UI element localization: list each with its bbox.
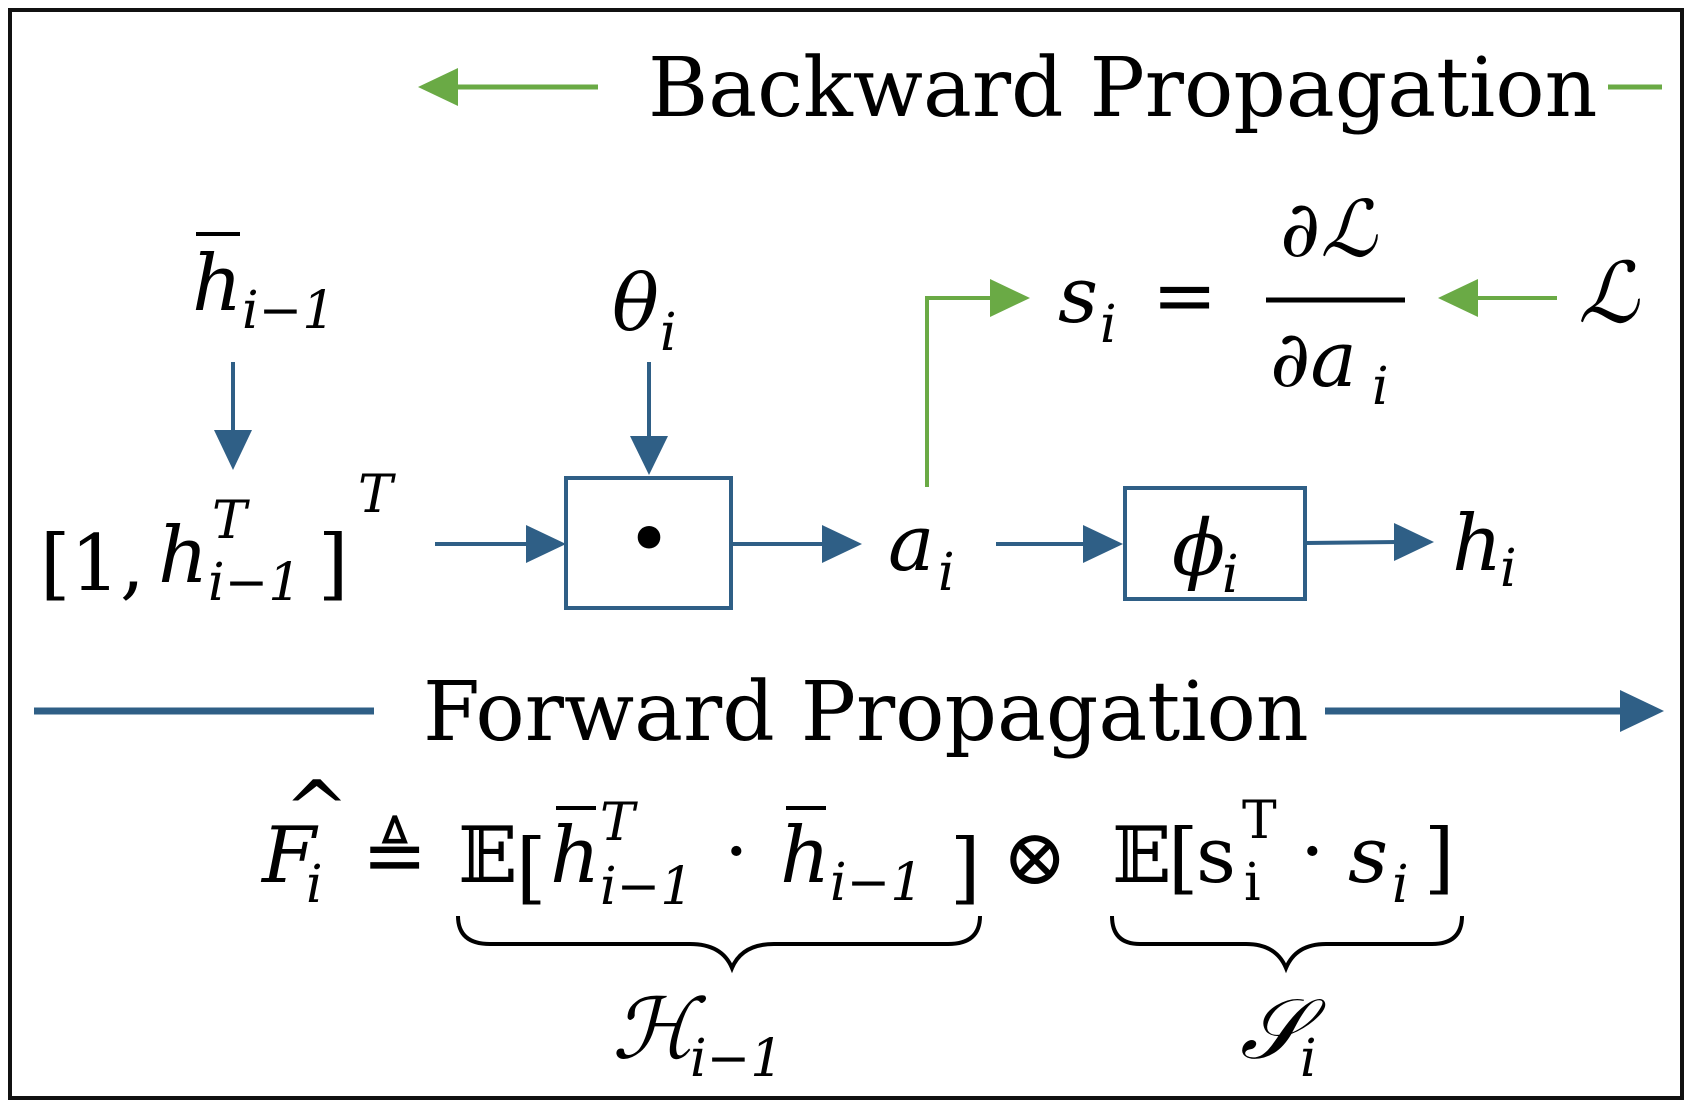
gradient-lhs-base: s [1058,251,1098,341]
nonlinearity-box [1123,486,1307,601]
forward-propagation-label: Forward Propagation [423,665,1309,760]
activation-node: a i [888,499,955,603]
formula-h1-base: h [550,811,600,901]
input-vector-sup: T [212,491,250,551]
hbar-down-arrowhead [214,430,252,470]
input-vector-base: h [158,511,208,601]
theta-base: θ [612,259,659,349]
a-to-gradient-arrowhead [990,279,1030,317]
output-node: h i [1452,499,1517,599]
formula-h2-sub: i−1 [830,853,923,913]
activation-base: a [888,499,935,589]
formula-expectation-1: 𝔼 [458,811,517,901]
formula-bracket-open-1: [ [516,823,546,913]
formula-bracket-open-2: [ [1168,813,1198,903]
gradient-denominator-sub: i [1372,357,1389,417]
output-base: h [1452,499,1502,589]
formula-lhs-sub: i [306,855,323,915]
formula-s1-sub: i [1244,853,1261,913]
formula-bracket-close-2: ] [1424,813,1454,903]
input-vector-outer-sup: T [358,465,396,525]
formula-otimes: ⊗ [1002,813,1067,903]
hbar-prev-base: h [192,239,242,329]
gradient-equation: s i = ∂ℒ ∂a i [1058,185,1405,417]
backward-propagation-banner: Backward Propagation [418,41,1662,136]
formula-h1-sub: i−1 [600,857,693,917]
hbar-prev-node: h i−1 [192,232,335,341]
formula-expectation-2: 𝔼 [1112,811,1171,901]
phi-to-h-arrowhead [1394,523,1434,561]
gradient-numerator: ∂ℒ [1280,185,1378,275]
formula-s1-base: s [1196,811,1236,901]
H-label-sub: i−1 [690,1029,783,1089]
formula-h1-sup: T [600,793,638,853]
formula-dot-2: · [1300,807,1325,897]
phi-to-h-arrow [1305,540,1399,545]
formula-s1-sup: T [1242,791,1277,851]
underbrace-H [456,915,982,974]
activation-sub: i [938,543,955,603]
nonlinearity-base: ϕ [1172,504,1225,594]
backward-arrowhead-left [418,68,458,106]
output-sub: i [1500,539,1517,599]
nonlinearity-sub: i [1222,545,1239,605]
S-label: 𝒮 i [1240,980,1326,1089]
formula-h2-base: h [780,811,830,901]
formula-defeq: ≜ [362,811,427,901]
fisher-formula: F ^ i ≜ 𝔼 [ h T i−1 · h i−1 ] ⊗ 𝔼 [ s T … [260,765,1454,917]
gradient-equals: = [1152,251,1217,341]
H-label: ℋ i−1 [612,980,783,1089]
underbrace-S [1110,915,1464,974]
input-vector-sub: i−1 [208,553,301,613]
gradient-denominator-base: ∂a [1270,315,1357,405]
forward-propagation-banner: Forward Propagation [34,665,1664,760]
loss-symbol: ℒ [1578,244,1640,342]
formula-lhs-hat: ^ [284,765,349,855]
formula-s2-base: s [1348,811,1388,901]
H-label-base: ℋ [612,980,707,1078]
input-vector-node: [1, h T i−1 ] T [40,465,396,613]
formula-bracket-close-1: ] [950,823,980,913]
S-label-sub: i [1300,1029,1317,1089]
formula-dot-1: · [724,807,749,897]
theta-sub: i [660,303,677,363]
theta-down-arrowhead [630,436,668,475]
gradient-lhs-sub: i [1100,295,1117,355]
theta-node: θ i [612,259,677,363]
input-vector-open: [1, [40,519,145,609]
hbar-prev-sub: i−1 [242,281,335,341]
product-to-a-arrowhead [822,525,862,563]
loss-to-gradient-arrowhead [1438,279,1478,317]
product-dot: • [626,495,672,585]
product-box [564,476,733,610]
forward-arrowhead-right [1620,690,1664,732]
formula-s2-sub: i [1392,855,1409,915]
a-to-phi-arrowhead [1083,525,1123,563]
a-to-gradient-arrow [925,296,995,487]
formula-lhs-base: F [260,811,319,901]
input-vector-close: ] [318,519,348,609]
backward-propagation-label: Backward Propagation [648,41,1597,136]
input-to-product-arrowhead [526,525,566,563]
